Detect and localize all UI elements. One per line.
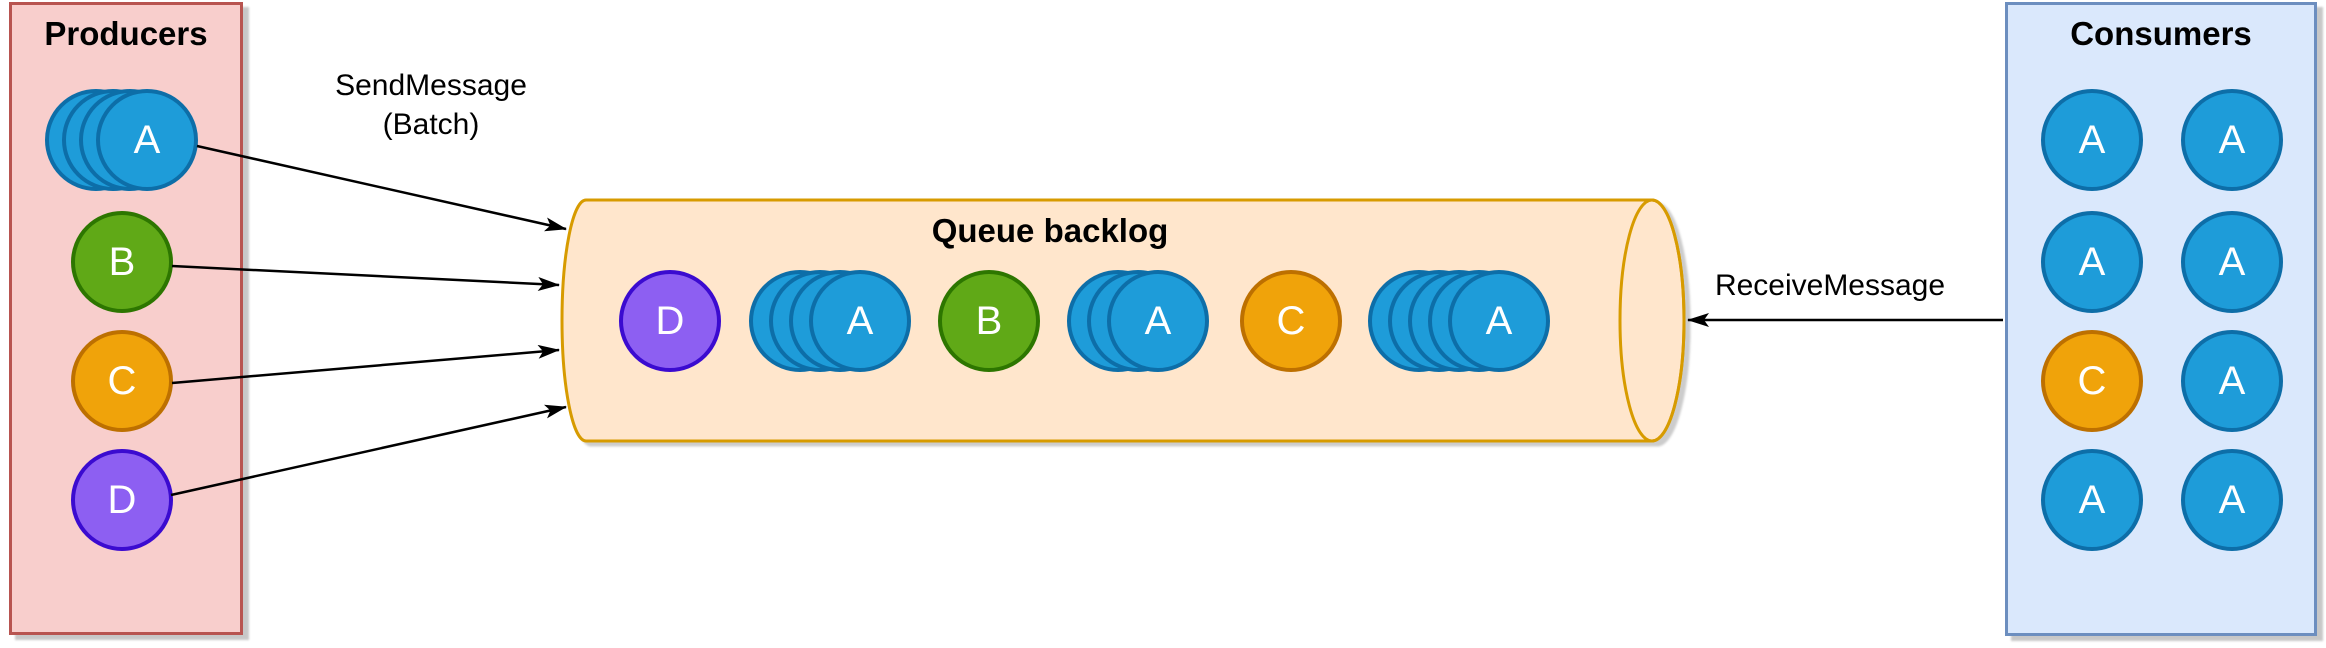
message-letter: D xyxy=(655,299,685,343)
message-letter: B xyxy=(108,240,136,284)
message-letter: C xyxy=(2077,359,2107,403)
consumer-a-r4c2: A xyxy=(2181,449,2283,551)
consumer-a-r1c2: A xyxy=(2181,89,2283,191)
message-letter: A xyxy=(1144,299,1172,343)
message-letter: A xyxy=(2218,118,2246,162)
message-letter: A xyxy=(2218,359,2246,403)
message-letter: A xyxy=(2078,240,2106,284)
consumer-c-r3c1: C xyxy=(2041,330,2143,432)
consumer-a-r3c2: A xyxy=(2181,330,2283,432)
message-letter: B xyxy=(975,299,1003,343)
producer-message-c: C xyxy=(71,330,173,432)
queue-message-2-a-copy-4: A xyxy=(809,270,911,372)
receive-message-label: ReceiveMessage xyxy=(1714,269,1946,302)
message-letter: A xyxy=(1485,299,1513,343)
producer-message-b: B xyxy=(71,211,173,313)
consumer-a-r1c1: A xyxy=(2041,89,2143,191)
queue-title: Queue backlog xyxy=(931,212,1169,249)
send-message-label-line1: SendMessage xyxy=(335,69,527,102)
queue-message-3-b: B xyxy=(938,270,1040,372)
message-letter: A xyxy=(2078,478,2106,522)
consumer-a-r4c1: A xyxy=(2041,449,2143,551)
producers-title: Producers xyxy=(44,15,208,52)
message-letter: A xyxy=(133,118,161,162)
producer-message-a-copy-4: A xyxy=(96,89,198,191)
consumer-a-r2c2: A xyxy=(2181,211,2283,313)
message-letter: D xyxy=(107,478,137,522)
message-letter: A xyxy=(2218,240,2246,284)
message-letter: C xyxy=(1276,299,1306,343)
message-letter: A xyxy=(2078,118,2106,162)
queue-message-6-a-copy-5: A xyxy=(1448,270,1550,372)
producer-message-d: D xyxy=(71,449,173,551)
queue-message-5-c: C xyxy=(1240,270,1342,372)
queue-message-1-d: D xyxy=(619,270,721,372)
consumers-title: Consumers xyxy=(2070,15,2252,52)
message-letter: C xyxy=(107,359,137,403)
queue-message-4-a-copy-3: A xyxy=(1107,270,1209,372)
message-letter: A xyxy=(846,299,874,343)
queue-cylinder-cap xyxy=(1618,198,1686,443)
send-message-label: SendMessage (Batch) xyxy=(256,66,606,144)
message-letter: A xyxy=(2218,478,2246,522)
send-message-label-line2: (Batch) xyxy=(382,108,480,141)
consumer-a-r2c1: A xyxy=(2041,211,2143,313)
